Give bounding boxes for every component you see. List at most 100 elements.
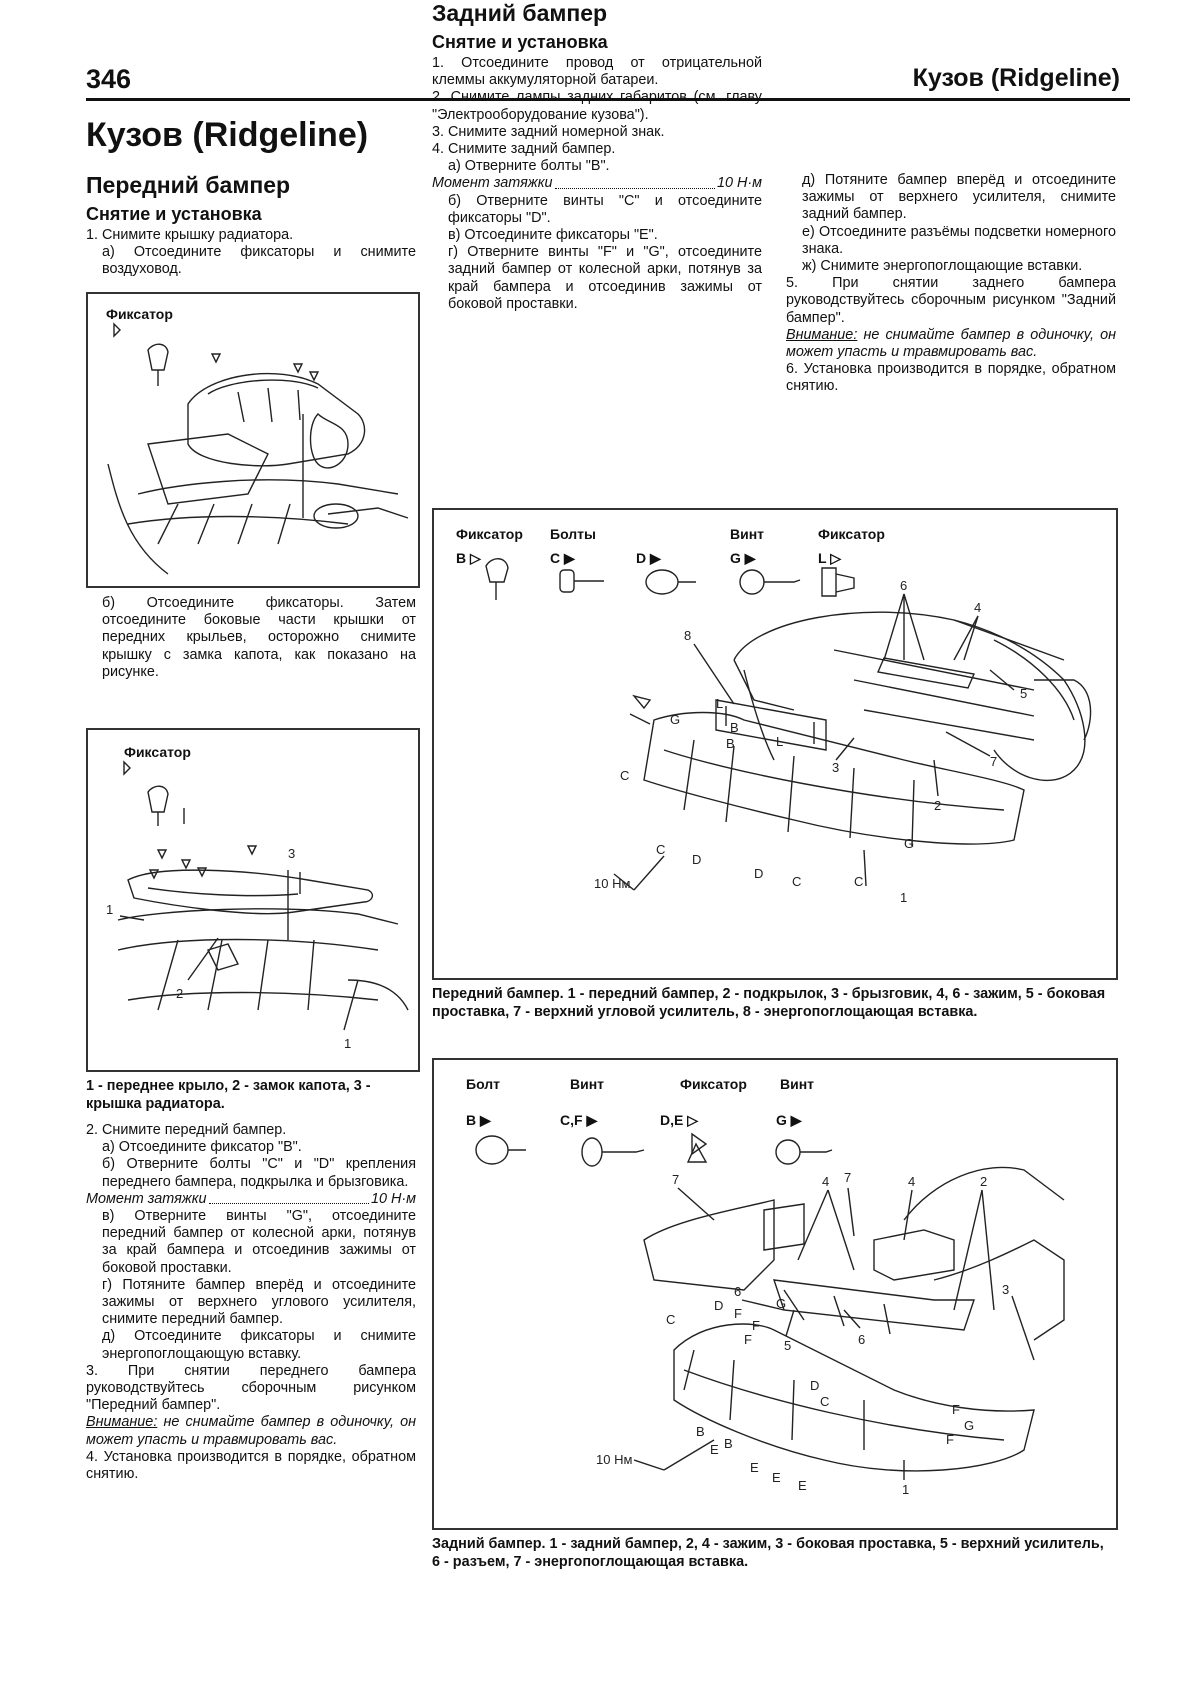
fig3-legend-title-2: Болты (550, 526, 596, 542)
fig4-legend-code-4: G ▶ (776, 1112, 802, 1128)
svg-text:1: 1 (902, 1482, 909, 1497)
fig3-legend-title-1: Фиксатор (456, 526, 523, 542)
radiator-cover-drawing: 3 1 2 1 (106, 760, 409, 1051)
fig3-legend-title-4: Винт (730, 526, 765, 542)
front-bumper-section-top: Передний бампер Снятие и установка 1. Сн… (86, 172, 416, 279)
rear-step-4d: г) Отверните винты "F" и "G", отсоединит… (448, 244, 762, 312)
svg-text:G: G (964, 1418, 974, 1433)
rear-bumper-subheading: Снятие и установка (432, 32, 608, 52)
front-step-1a: а) Отсоедините фиксаторы и снимите возду… (102, 244, 416, 278)
front-step-2b: б) Отверните болты "C" и "D" крепления п… (102, 1156, 416, 1190)
front-bumper-heading: Передний бампер (86, 172, 291, 198)
fig3-caption: Передний бампер. 1 - передний бампер, 2 … (432, 986, 1106, 1020)
rear-warning: Внимание: не снимайте бампер в одиночку,… (786, 327, 1116, 361)
svg-text:2: 2 (934, 798, 941, 813)
fig4-legend-title-4: Винт (780, 1076, 815, 1092)
svg-text:4: 4 (908, 1174, 915, 1189)
rear-torque-value: 10 Н·м (716, 175, 762, 192)
svg-text:L: L (776, 734, 783, 749)
rear-step-4g: ж) Снимите энергопоглощающие вставки. (802, 258, 1083, 275)
rear-step-4f: е) Отсоедините разъёмы подсветки номерно… (802, 223, 1116, 257)
front-torque-label: Момент затяжки (86, 1190, 207, 1207)
front-step-3: 3. При снятии переднего бампера руководс… (86, 1362, 416, 1414)
figure-rear-bumper: Болт B ▶ Винт C,F ▶ Фиксатор D,E ▷ Винт … (432, 1058, 1118, 1530)
fig4-legend-code-2: C,F ▶ (560, 1112, 598, 1128)
fig4-legend-title-3: Фиксатор (680, 1076, 747, 1092)
svg-text:E: E (710, 1442, 719, 1457)
svg-text:E: E (750, 1460, 759, 1475)
rear-step-4e: д) Потяните бампер вперёд и отсоедините … (802, 172, 1116, 223)
svg-text:1: 1 (344, 1036, 351, 1051)
svg-text:G: G (670, 712, 680, 727)
fig4-caption: Задний бампер. 1 - задний бампер, 2, 4 -… (432, 1536, 1104, 1570)
front-step-1b: б) Отсоедините фиксаторы. Затем отсоедин… (102, 595, 416, 680)
chapter-title: Кузов (Ridgeline) (86, 116, 369, 154)
fig3-legend-code-4: G ▶ (730, 550, 756, 566)
svg-text:4: 4 (974, 600, 981, 615)
fig3-legend: Фиксатор B ▷ Болты C ▶ D ▶ Винт G ▶ Фикс… (456, 520, 885, 612)
svg-text:6: 6 (858, 1332, 865, 1347)
svg-text:7: 7 (990, 754, 997, 769)
fig3-legend-code-2: C ▶ (550, 550, 575, 566)
rear-step-5: 5. При снятии заднего бампера руководств… (786, 275, 1116, 326)
svg-text:D: D (714, 1298, 723, 1313)
svg-text:8: 8 (684, 628, 691, 643)
rear-step-6: 6. Установка производится в порядке, обр… (786, 361, 1116, 395)
front-step-2: 2. Снимите передний бампер. (86, 1122, 287, 1138)
svg-text:5: 5 (784, 1338, 791, 1353)
svg-text:D: D (692, 852, 701, 867)
rear-bumper-heading: Задний бампер (432, 0, 608, 26)
fig3-legend-code-3: D ▶ (636, 550, 661, 566)
svg-text:3: 3 (832, 760, 839, 775)
fig4-legend: Болт B ▶ Винт C,F ▶ Фиксатор D,E ▷ Винт … (466, 1070, 866, 1130)
page-number: 346 (86, 64, 132, 94)
figure-radiator-cover: Фиксатор (86, 728, 420, 1072)
svg-text:E: E (772, 1470, 781, 1485)
svg-text:B: B (730, 720, 739, 735)
svg-text:6: 6 (900, 578, 907, 593)
front-warning-text: не снимайте бампер в одиночку, он может … (86, 1414, 416, 1448)
rear-step-3: 3. Снимите задний номерной знак. (432, 123, 665, 140)
header-rule (86, 98, 1130, 101)
svg-text:C: C (620, 768, 629, 783)
svg-text:4: 4 (822, 1174, 829, 1189)
front-step-2d: г) Потяните бампер вперёд и отсоедините … (102, 1276, 416, 1328)
fig4-torque: 10 Нм (596, 1452, 632, 1467)
svg-text:D: D (810, 1378, 819, 1393)
svg-text:7: 7 (844, 1170, 851, 1185)
fig2-label: Фиксатор (124, 744, 191, 760)
svg-text:B: B (726, 736, 735, 751)
radiator-duct-drawing (107, 322, 409, 575)
front-warning: Внимание: не снимайте бампер в одиночку,… (86, 1414, 416, 1448)
rear-torque-leader (554, 175, 715, 189)
front-step-2a: а) Отсоедините фиксатор "B". (102, 1139, 302, 1156)
svg-text:C: C (854, 874, 863, 889)
svg-text:L: L (716, 696, 723, 711)
running-header-title: Кузов (Ridgeline) (912, 64, 1120, 92)
svg-text:1: 1 (106, 902, 113, 917)
front-steps-lower: 2. Снимите передний бампер. а) Отсоедини… (86, 1122, 416, 1483)
front-torque-value: 10 Н·м (370, 1190, 416, 1207)
fig4-legend-title-2: Винт (570, 1076, 605, 1092)
svg-text:6: 6 (734, 1284, 741, 1299)
fig4-legend-code-3: D,E ▷ (660, 1112, 698, 1128)
svg-text:F: F (744, 1332, 752, 1347)
front-bumper-subheading: Снятие и установка (86, 204, 262, 224)
svg-text:G: G (904, 836, 914, 851)
rear-bumper-section-continued: д) Потяните бампер вперёд и отсоедините … (786, 172, 1116, 396)
rear-warning-text: не снимайте бампер в одиночку, он может … (786, 326, 1116, 361)
rear-step-4c: в) Отсоедините фиксаторы "E". (448, 227, 658, 244)
svg-text:C: C (656, 842, 665, 857)
front-torque-row: Момент затяжки 10 Н·м (86, 1191, 416, 1208)
front-step-2c: в) Отверните винты "G", отсоедините пере… (102, 1208, 416, 1276)
fig3-legend-code-1: B ▷ (456, 550, 481, 566)
figure-radiator-duct: Фиксатор (86, 292, 420, 588)
svg-text:2: 2 (980, 1174, 987, 1189)
fig3-legend-code-5: L ▷ (818, 550, 841, 566)
svg-text:C: C (792, 874, 801, 889)
rear-step-4b: б) Отверните винты "C" и отсоедините фик… (448, 192, 762, 226)
fig3-legend-title-5: Фиксатор (818, 526, 885, 542)
